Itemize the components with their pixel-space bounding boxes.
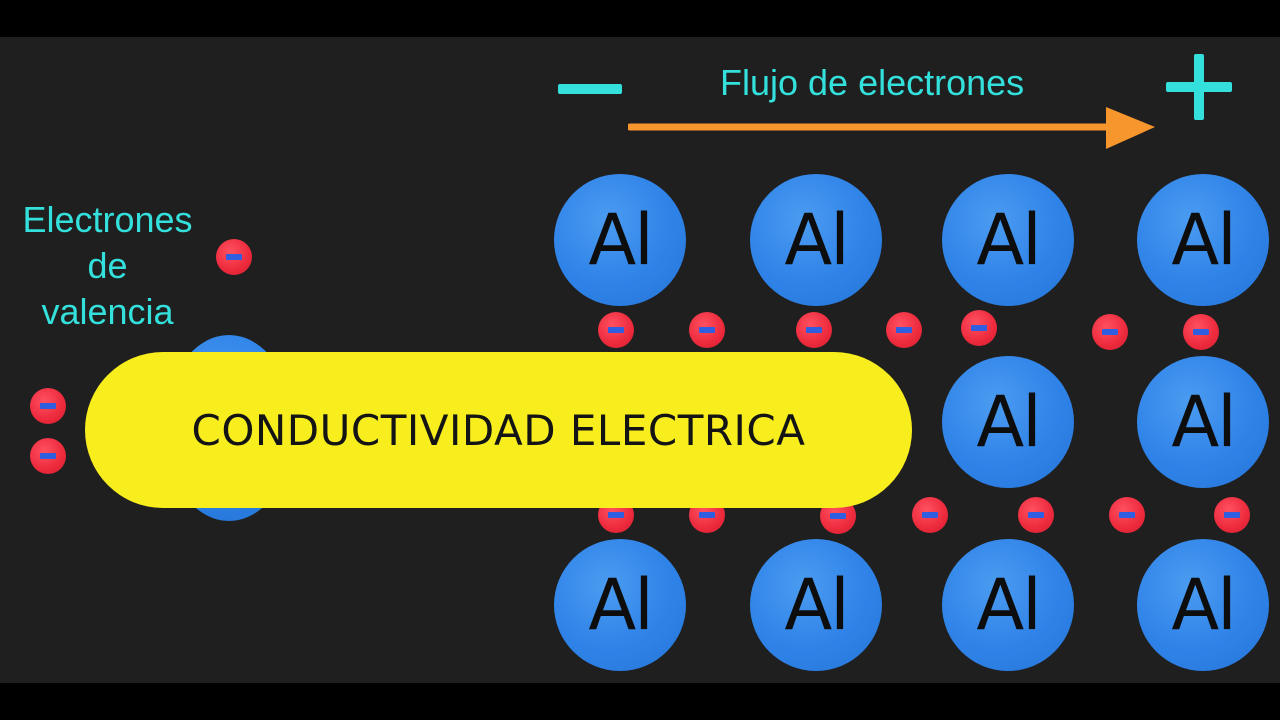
atom-symbol: Al [976,199,1041,281]
valence-electron [216,239,252,275]
valence-label-line-1: Electrones [22,199,193,240]
free-electron [598,312,634,348]
electron-flow-arrow [628,107,1155,149]
aluminum-atom: Al [942,356,1074,488]
atom-symbol: Al [1171,199,1236,281]
aluminum-atom: Al [1137,356,1269,488]
free-electron [912,497,948,533]
aluminum-atom: Al [554,539,686,671]
aluminum-atom: Al [942,174,1074,306]
flow-label: Flujo de electrones [720,62,1025,103]
valence-electron [30,388,66,424]
aluminum-atom: Al [554,174,686,306]
free-electron [961,310,997,346]
positive-terminal-icon [1166,54,1232,120]
atom-symbol: Al [976,564,1041,646]
atom-symbol: Al [1171,564,1236,646]
atom-symbol: Al [588,564,653,646]
aluminum-atom: Al [750,539,882,671]
aluminum-atom: Al [1137,174,1269,306]
valence-electrons-label: Electrones de valencia [0,197,215,335]
valence-electron [30,438,66,474]
free-electron [1214,497,1250,533]
free-electron [1018,497,1054,533]
free-electron [796,312,832,348]
atom-symbol: Al [976,381,1041,463]
valence-label-line-3: valencia [41,291,174,332]
banner-title: CONDUCTIVIDAD ELECTRICA [191,405,806,455]
diagram-canvas: Flujo de electrones Electrones de valenc… [0,37,1280,683]
negative-terminal-icon [558,84,622,94]
atom-symbol: Al [784,199,849,281]
free-electron [689,312,725,348]
aluminum-atom: Al [750,174,882,306]
valence-label-line-2: de [87,245,128,286]
aluminum-atom: Al [1137,539,1269,671]
free-electron [1183,314,1219,350]
atom-symbol: Al [784,564,849,646]
atom-symbol: Al [588,199,653,281]
aluminum-atom: Al [942,539,1074,671]
free-electron [1092,314,1128,350]
atom-symbol: Al [1171,381,1236,463]
free-electron [886,312,922,348]
free-electron [1109,497,1145,533]
title-banner: CONDUCTIVIDAD ELECTRICA [85,352,912,508]
